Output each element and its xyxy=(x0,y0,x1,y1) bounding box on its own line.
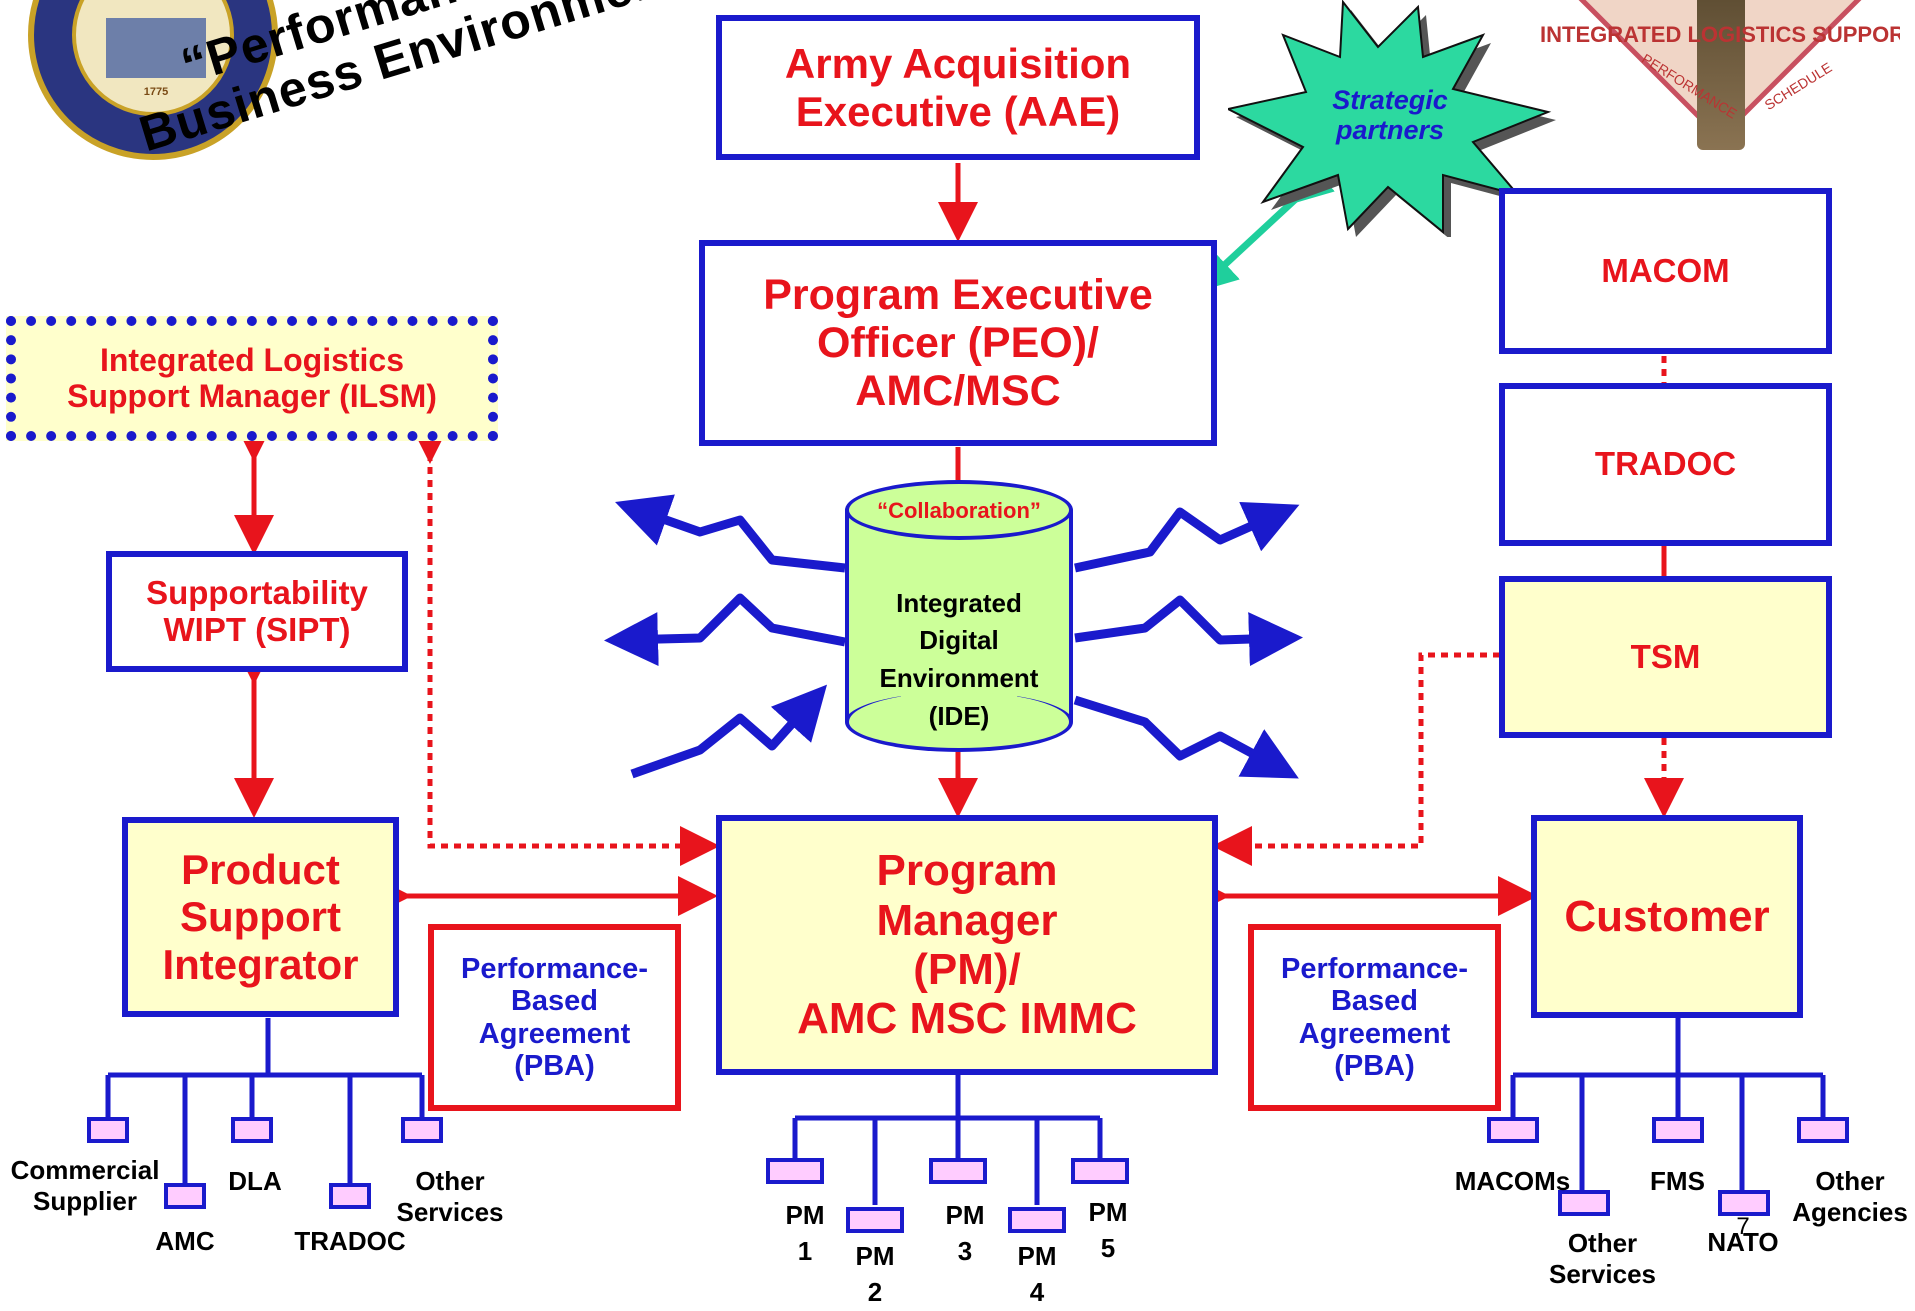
lightning-arrow-bl xyxy=(630,684,828,779)
customer-child-node[interactable] xyxy=(1558,1190,1610,1216)
ide-lightning-arrows xyxy=(604,494,1303,779)
ide-cylinder-body xyxy=(845,510,1073,722)
seal-emblem xyxy=(106,18,206,78)
psi-child-node[interactable] xyxy=(164,1183,206,1209)
lightning-arrow-ml xyxy=(604,593,846,667)
customer-child-node[interactable] xyxy=(1487,1117,1539,1143)
seal-year: 1775 xyxy=(143,86,169,98)
page-number: 7 xyxy=(1736,1213,1750,1240)
ils-logo: INTEGRATED LOGISTICS SUPPORT PERFORMANCE… xyxy=(1540,0,1900,180)
customer-child-label: Other Services xyxy=(1549,1228,1656,1290)
pm-child-label: PM 1 xyxy=(785,1200,825,1267)
strategic-partners-label: Strategic partners xyxy=(1332,84,1448,145)
strategic-partners-star xyxy=(1228,0,1556,237)
customer-child-node[interactable] xyxy=(1797,1117,1849,1143)
pm-child-node[interactable] xyxy=(766,1158,824,1184)
psi-child-label: DLA xyxy=(228,1166,282,1196)
customer-child-node[interactable] xyxy=(1718,1190,1770,1216)
ils-band-text: INTEGRATED LOGISTICS SUPPORT xyxy=(1540,22,1900,47)
pm-child-node[interactable] xyxy=(1008,1207,1066,1233)
psi-child-node[interactable] xyxy=(231,1117,273,1143)
pm-child-node[interactable] xyxy=(846,1207,904,1233)
customer-child-label: NATO xyxy=(1707,1227,1779,1257)
customer-box[interactable]: Customer xyxy=(1531,815,1803,1018)
army-seal-logo: 1775 xyxy=(28,0,278,160)
psi-child-label: AMC xyxy=(155,1226,215,1256)
psi-child-label: TRADOC xyxy=(294,1226,406,1256)
psi-child-node[interactable] xyxy=(329,1183,371,1209)
psi-child-node[interactable] xyxy=(401,1117,443,1143)
pm-child-label: PM 2 xyxy=(855,1241,895,1308)
lightning-arrow-br xyxy=(1073,695,1299,779)
ide-collaboration-label: “Collaboration” xyxy=(877,497,1041,523)
psi-tree xyxy=(105,1018,425,1183)
pm-child-node[interactable] xyxy=(929,1158,987,1184)
customer-tree xyxy=(1510,1018,1826,1190)
pba-right-box[interactable]: Performance- Based Agreement (PBA) xyxy=(1248,924,1501,1111)
pm-child-label: PM 4 xyxy=(1017,1241,1057,1308)
pm-box[interactable]: Program Manager (PM)/ AMC MSC IMMC xyxy=(716,815,1218,1075)
ide-label: Integrated Digital Environment (IDE) xyxy=(879,587,1039,731)
pm-child-node[interactable] xyxy=(1071,1158,1129,1184)
peo-box[interactable]: Program Executive Officer (PEO)/ AMC/MSC xyxy=(699,240,1217,446)
psi-child-node[interactable] xyxy=(87,1117,129,1143)
psi-child-label: Other Services xyxy=(396,1166,504,1228)
ide-cylinder-bottom xyxy=(845,692,1073,752)
pba-left-box[interactable]: Performance- Based Agreement (PBA) xyxy=(428,924,681,1111)
sipt-box[interactable]: Supportability WIPT (SIPT) xyxy=(106,551,408,672)
ide-cylinder-top xyxy=(845,480,1073,540)
lightning-arrow-tr xyxy=(1074,501,1300,573)
lightning-arrow-tl xyxy=(615,494,846,573)
tradoc-box[interactable]: TRADOC xyxy=(1499,383,1832,546)
ils-soldier-figure xyxy=(1697,0,1745,150)
customer-child-label: Other Agencies xyxy=(1792,1166,1908,1228)
customer-child-label: FMS xyxy=(1650,1166,1705,1196)
arrow-strategic-peo xyxy=(1194,160,1335,293)
pm-child-label: PM 5 xyxy=(1088,1197,1128,1264)
dotted-ilsm-pm xyxy=(410,424,720,866)
customer-child-label: MACOMs xyxy=(1454,1166,1571,1196)
lightning-arrow-mr xyxy=(1074,595,1303,667)
aae-box[interactable]: Army Acquisition Executive (AAE) xyxy=(716,15,1200,160)
pm-child-label: PM 3 xyxy=(945,1200,985,1267)
pm-tree xyxy=(792,1075,1103,1205)
ide-cylinder[interactable]: “Collaboration” Integrated Digital Envir… xyxy=(845,480,1073,752)
dotted-tsm-pm xyxy=(1212,652,1500,866)
ilsm-box[interactable]: Integrated Logistics Support Manager (IL… xyxy=(6,316,498,441)
psi-box[interactable]: Product Support Integrator xyxy=(122,817,399,1017)
customer-child-node[interactable] xyxy=(1652,1117,1704,1143)
macom-box[interactable]: MACOM xyxy=(1499,188,1832,354)
psi-child-label: Commercial Supplier xyxy=(10,1155,160,1217)
tsm-box[interactable]: TSM xyxy=(1499,576,1832,738)
